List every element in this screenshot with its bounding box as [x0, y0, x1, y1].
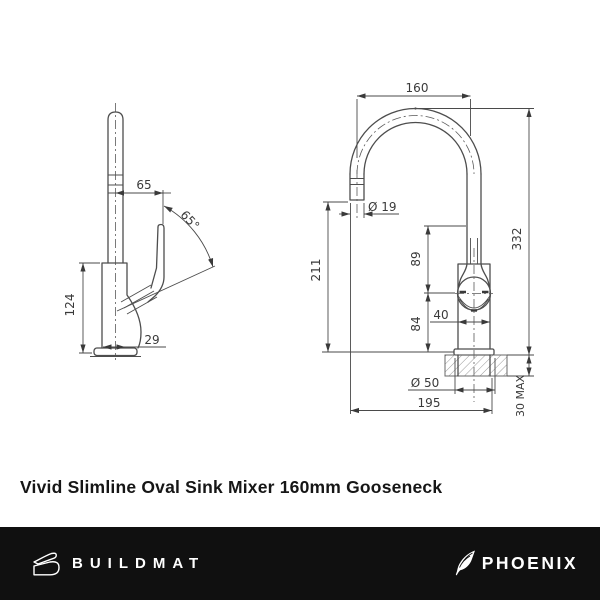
phoenix-logo-icon: [455, 550, 475, 576]
angle-arc: [163, 205, 214, 268]
dim-base-offset-label: 29: [144, 333, 159, 347]
gooseneck-outer: [349, 107, 482, 175]
gooseneck-centerline: [356, 115, 475, 175]
dim-160-extensions: [356, 99, 471, 158]
countertop-hatch: [444, 354, 508, 377]
dim-124-extensions: [79, 262, 100, 354]
product-title: Vivid Slimline Oval Sink Mixer 160mm Goo…: [20, 477, 443, 497]
dim-spout-offset-label: 65: [136, 178, 151, 192]
riser-inner-pipe: [470, 238, 478, 264]
side-body: [101, 262, 142, 349]
buildmat-brand: BUILDMAT: [31, 551, 205, 577]
dim-mounting-thickness-label: 30 MAX: [514, 375, 527, 418]
phoenix-wordmark: PHOENIX: [481, 553, 578, 573]
waterway-flare: [458, 263, 490, 288]
side-handle-axis: [116, 265, 216, 312]
dim-base-diameter-label: Ø 50: [411, 376, 440, 390]
dim-total-projection-label: 195: [418, 396, 441, 410]
side-view: 65° 65 124 29: [63, 103, 216, 360]
dim-body-height-label: 124: [63, 294, 77, 317]
dim-handle-angle-label: 65°: [178, 208, 203, 233]
side-handle: [147, 223, 165, 303]
technical-drawing-svg: 65° 65 124 29: [63, 81, 534, 417]
mounting-shank: [457, 354, 491, 377]
side-spout: [107, 111, 124, 264]
riser-pipe: [466, 173, 482, 265]
front-view: 160 Ø 19 211 332 30 MAX: [309, 81, 534, 417]
dim-spout-outlet-diameter-label: Ø 19: [368, 200, 397, 214]
footer-bar: BUILDMAT PHOENIX: [0, 527, 600, 600]
dim-body-height-front-label: 84: [409, 316, 423, 331]
dim-195-extensions: [350, 203, 493, 414]
technical-drawing: 65° 65 124 29: [63, 81, 534, 417]
front-centerlines: [455, 248, 493, 402]
dim-50-extensions: [454, 358, 496, 394]
front-body: [457, 263, 491, 350]
side-handle-edge: [150, 226, 159, 289]
dim-body-to-spout-label: 89: [409, 251, 423, 266]
phoenix-brand: PHOENIX: [455, 550, 578, 577]
buildmat-logo-icon: [33, 552, 60, 575]
dim-cartridge-width-label: 40: [433, 308, 448, 322]
dim-332-extensions: [419, 108, 534, 356]
dim-spout-reach-label: 160: [406, 81, 429, 95]
gooseneck-inner: [363, 121, 468, 175]
arch-apex-tick: [414, 107, 417, 110]
dim-outlet-height-label: 211: [309, 259, 323, 282]
buildmat-wordmark: BUILDMAT: [72, 555, 206, 572]
dim-overall-height-label: 332: [510, 228, 524, 251]
